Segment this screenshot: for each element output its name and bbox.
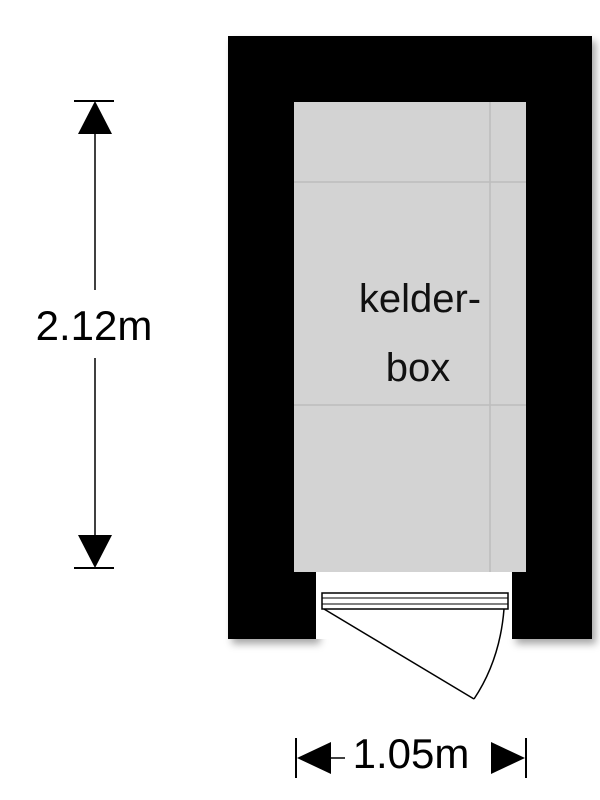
arrow-left-icon <box>297 742 331 774</box>
walls <box>228 36 592 639</box>
door-opening <box>316 572 512 639</box>
floor-tiles <box>294 102 526 572</box>
door <box>321 592 509 700</box>
arrow-up-icon <box>78 101 112 134</box>
door-leaf <box>323 608 475 700</box>
width-label: 1.05m <box>353 730 470 777</box>
height-dimension: 2.12m <box>36 100 153 569</box>
wall-right <box>526 36 592 639</box>
arrow-down-icon <box>78 535 112 568</box>
wall-bottom-left <box>228 572 316 639</box>
room-label-line2: box <box>386 346 451 390</box>
width-dimension: 1.05m <box>295 730 527 778</box>
arrow-right-icon <box>491 742 525 774</box>
wall-left <box>228 36 294 639</box>
door-frame <box>321 592 509 610</box>
door-swing-arc <box>473 608 505 700</box>
height-label: 2.12m <box>36 302 153 349</box>
room-floor <box>294 102 526 572</box>
room-label-line1: kelder- <box>359 277 481 321</box>
wall-bottom-right <box>512 572 592 639</box>
